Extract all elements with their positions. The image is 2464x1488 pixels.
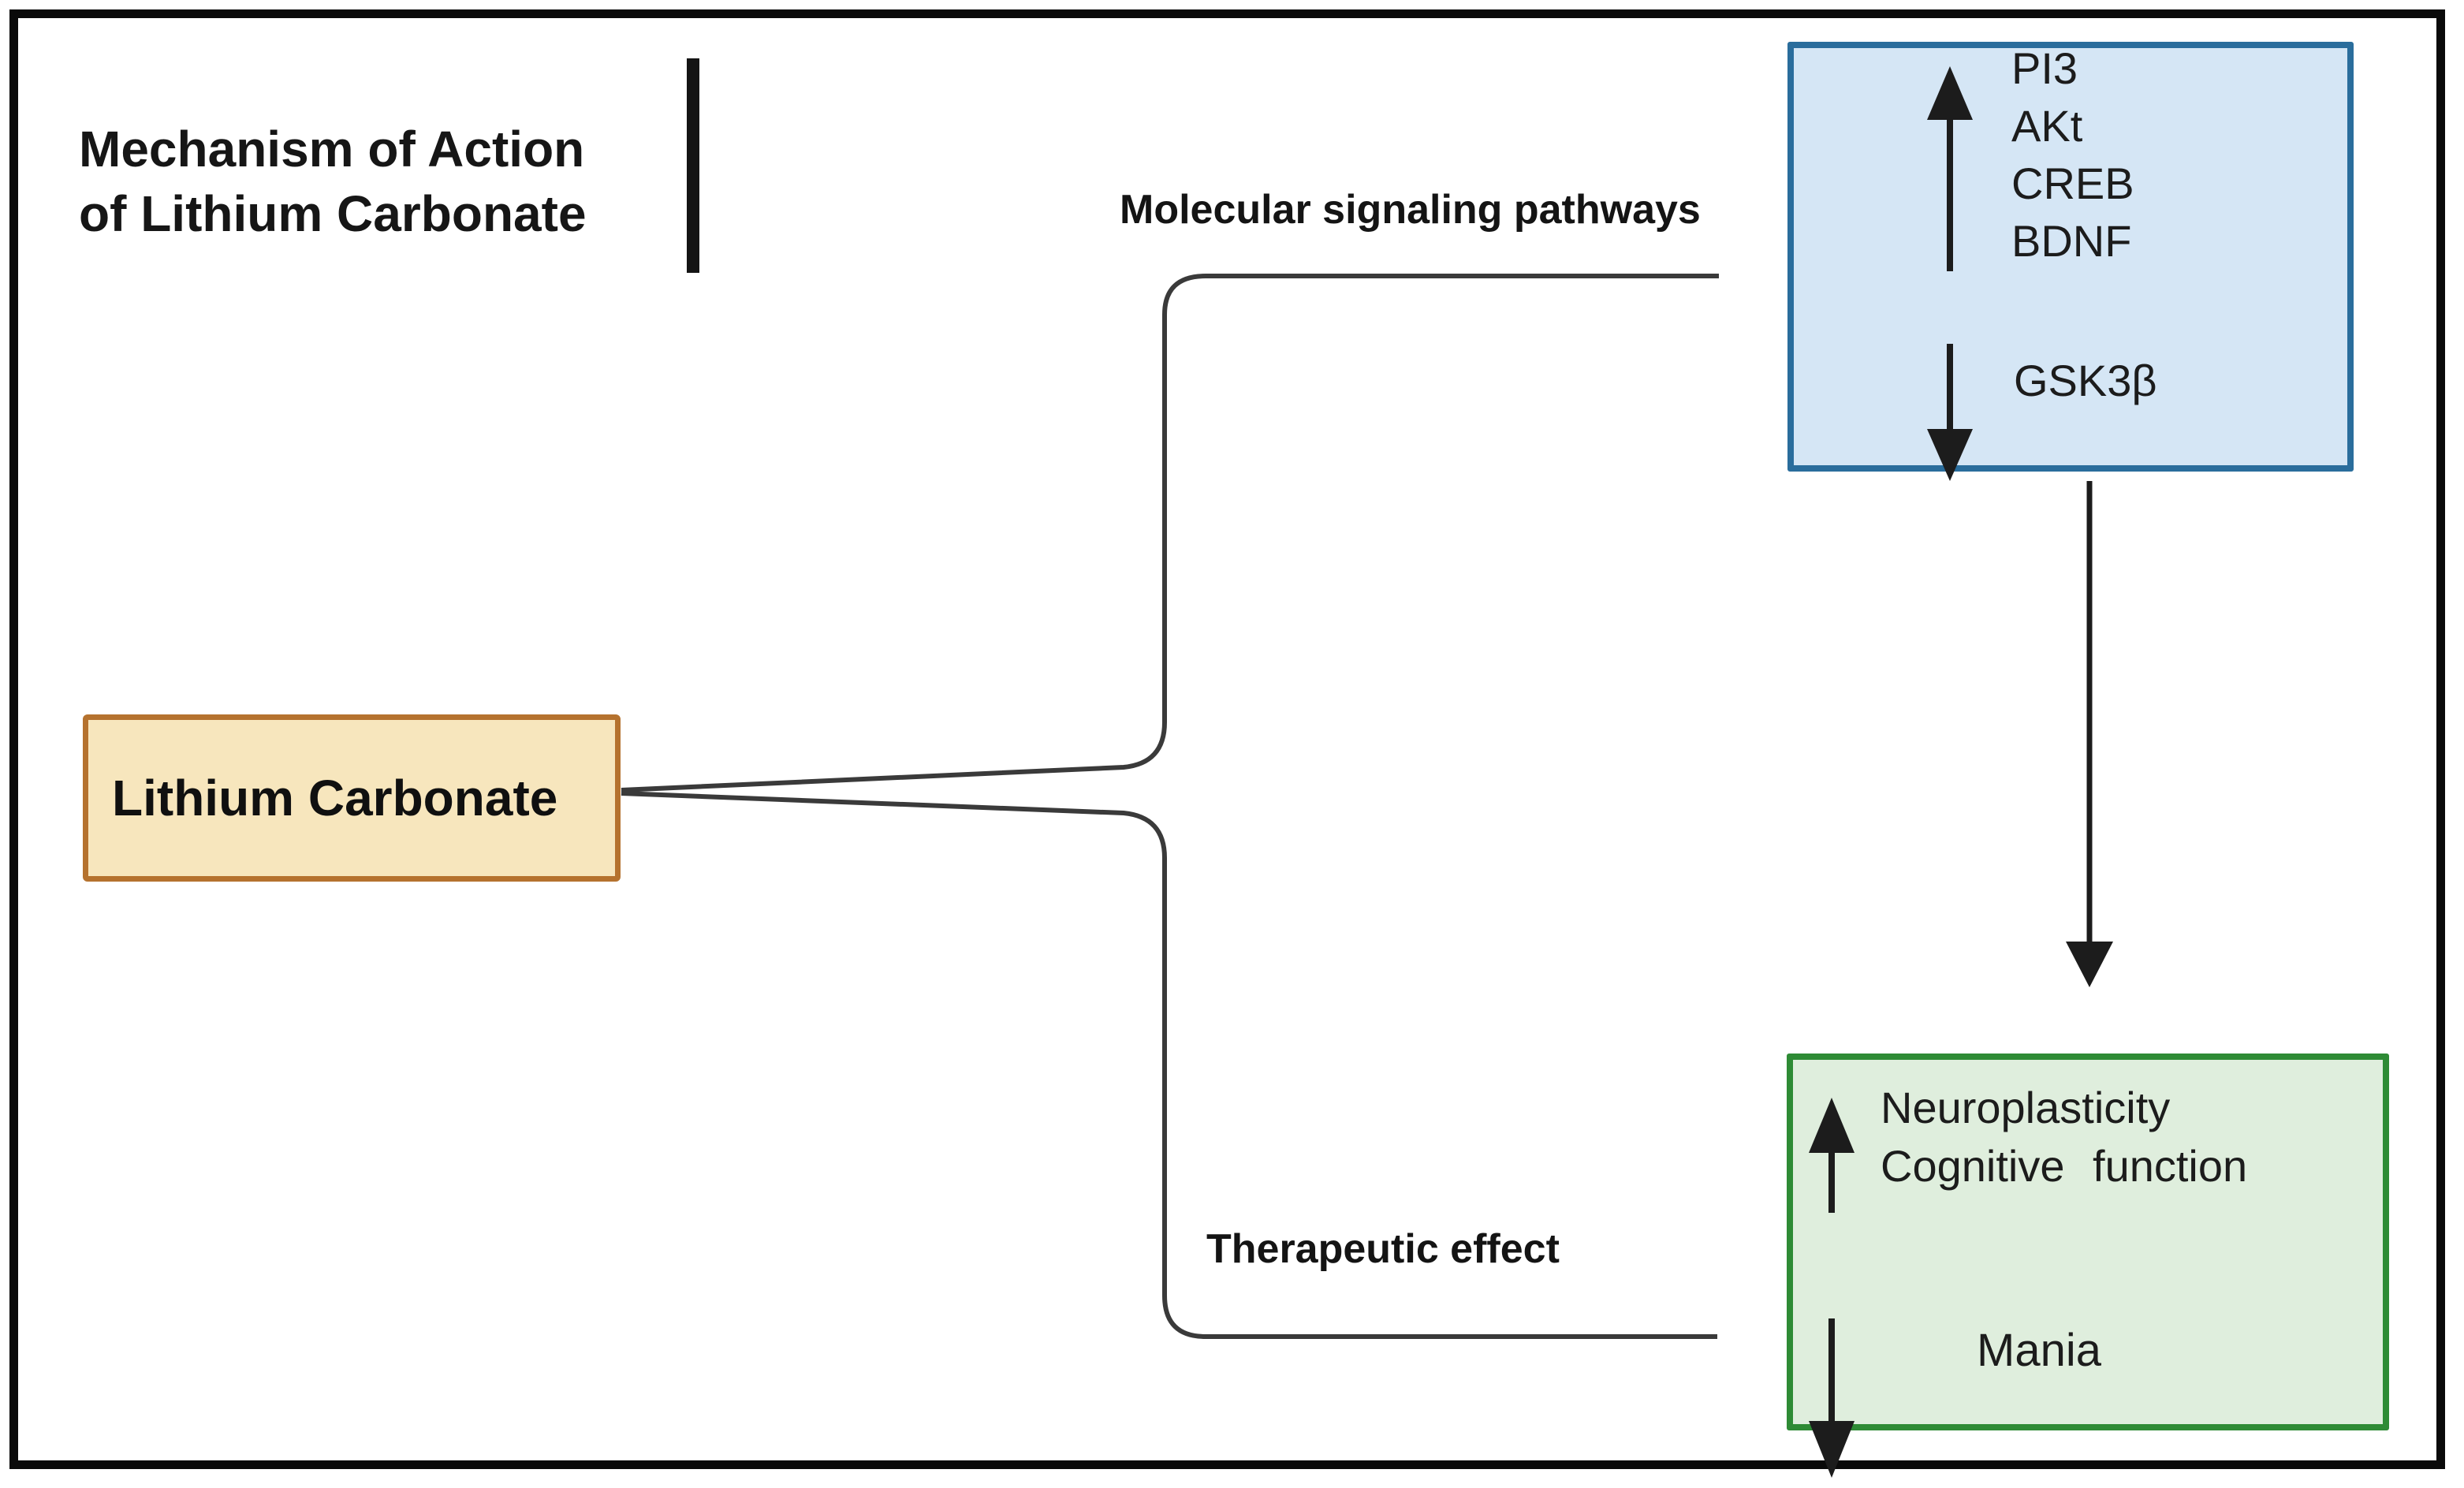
diagram-title: Mechanism of Action of Lithium Carbonate [79,117,587,246]
signaling-increased-item: CREB [2011,158,2134,208]
signaling-decreased-item: GSK3β [2014,356,2157,405]
effect-increased-item: Cognitive function [1881,1141,2248,1191]
signaling-increased-item: PI3 [2011,43,2078,93]
signaling-pathways-box [1787,42,2354,472]
diagram-frame [9,9,2445,1469]
branch-label-molecular-signaling: Molecular signaling pathways [1120,187,1701,233]
lithium-carbonate-label: Lithium Carbonate [112,770,558,826]
therapeutic-effect-box [1787,1054,2389,1430]
signaling-increased-item: AKt [2011,101,2083,151]
diagram-title-line1: Mechanism of Action [79,121,585,177]
lithium-carbonate-box: Lithium Carbonate [83,714,621,882]
effect-increased-item: Neuroplasticity [1881,1083,2171,1132]
effect-increased-list: Neuroplasticity Cognitive function [1881,1079,2247,1195]
diagram-title-line2: of Lithium Carbonate [79,185,587,242]
signaling-increased-list: PI3 AKt CREB BDNF [2011,39,2134,270]
branch-label-therapeutic-effect: Therapeutic effect [1206,1226,1560,1272]
effect-decreased-item: Mania [1977,1325,2101,1376]
signaling-increased-item: BDNF [2011,216,2132,266]
title-divider-bar [687,58,699,273]
